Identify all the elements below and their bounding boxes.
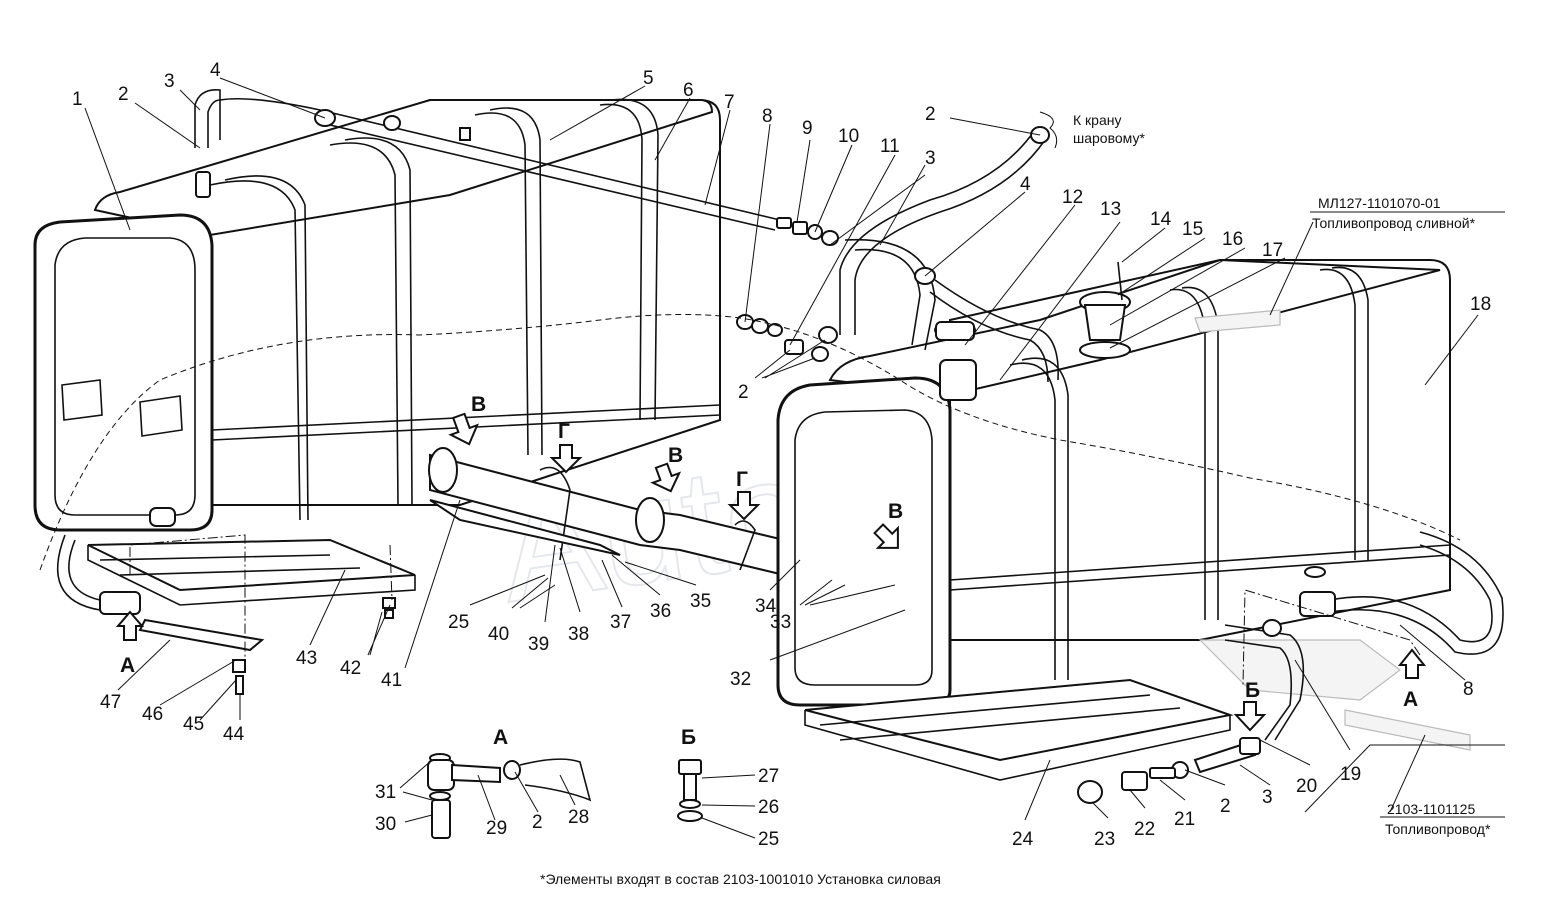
- callout-3-right: 3: [925, 148, 936, 169]
- view-label-a-left: А: [120, 654, 135, 677]
- view-title-a: А: [493, 726, 508, 749]
- callout-5: 5: [643, 68, 654, 89]
- leader-lines: [84, 77, 1505, 839]
- view-label-g-2: Г: [736, 468, 748, 491]
- callout-47: 47: [100, 692, 121, 713]
- callout-3-bottom: 3: [1262, 787, 1273, 808]
- right-fuel-tank: [776, 258, 1451, 707]
- callout-36: 36: [650, 601, 671, 622]
- callouts-upper: 1 2 3 4 5 6 7 8 9 10 11 2 3 4 12 13 14 1…: [72, 60, 1491, 403]
- callout-14: 14: [1150, 209, 1172, 230]
- callout-46: 46: [142, 704, 163, 725]
- callout-29: 29: [486, 818, 507, 839]
- callout-2-right: 2: [925, 104, 936, 125]
- callout-21: 21: [1174, 809, 1195, 830]
- detail-view-a: [427, 753, 592, 839]
- note-drain-name: Топливопровод сливной*: [1312, 215, 1476, 231]
- callout-4-right: 4: [1020, 174, 1031, 195]
- note-drain-code: МЛ127-1101070-01: [1318, 195, 1441, 211]
- callout-24: 24: [1012, 829, 1034, 850]
- view-label-g-1: Г: [558, 420, 570, 443]
- callout-10: 10: [838, 126, 859, 147]
- callout-40: 40: [488, 624, 509, 645]
- view-labels: А А Б В В В Г Г А Б: [120, 393, 1418, 749]
- detail-view-b: [677, 759, 703, 822]
- callout-16: 16: [1222, 229, 1243, 250]
- view-label-v-1: В: [471, 393, 486, 416]
- callout-19: 19: [1340, 764, 1361, 785]
- callout-26: 26: [758, 797, 779, 818]
- callout-2-viewa: 2: [532, 812, 543, 833]
- callout-43: 43: [296, 648, 317, 669]
- view-label-a-right: А: [1403, 688, 1418, 711]
- callout-35: 35: [690, 591, 711, 612]
- callouts-lower: 47 46 45 44 43 42 41 25 40 39 38 37 36 3…: [100, 591, 1474, 850]
- note-crane-line1: К крану: [1073, 112, 1121, 128]
- callout-28: 28: [568, 807, 589, 828]
- callout-13: 13: [1100, 199, 1121, 220]
- callout-2-mid: 2: [738, 382, 749, 403]
- note-fuel-name: Топливопровод*: [1385, 821, 1491, 837]
- callout-39: 39: [528, 634, 549, 655]
- callout-45: 45: [183, 714, 204, 735]
- footnote: *Элементы входят в состав 2103-1001010 У…: [540, 871, 941, 887]
- callout-3: 3: [164, 71, 175, 92]
- callout-42: 42: [340, 658, 361, 679]
- callout-25-left: 25: [448, 612, 469, 633]
- view-label-v-2: В: [668, 444, 683, 467]
- callout-33: 33: [770, 612, 791, 633]
- callout-20: 20: [1296, 776, 1317, 797]
- view-arrows: [115, 412, 1427, 732]
- callout-2: 2: [118, 84, 129, 105]
- callout-27: 27: [758, 766, 779, 787]
- view-label-b: Б: [1245, 679, 1260, 702]
- callout-1: 1: [72, 89, 83, 110]
- callout-34: 34: [755, 596, 777, 617]
- callout-12: 12: [1062, 187, 1083, 208]
- callout-23: 23: [1094, 829, 1115, 850]
- callout-11: 11: [880, 136, 900, 157]
- callout-8: 8: [762, 106, 773, 127]
- callout-2-bottom: 2: [1220, 796, 1231, 817]
- callout-31: 31: [375, 782, 396, 803]
- callout-6: 6: [683, 80, 694, 101]
- callout-38: 38: [568, 624, 589, 645]
- left-fuel-tank: [33, 98, 721, 532]
- callout-25-viewb: 25: [758, 829, 779, 850]
- note-crane-line2: шаровому*: [1073, 130, 1145, 146]
- notes: К крану шаровому* МЛ127-1101070-01 Топли…: [1073, 112, 1505, 837]
- callout-32: 32: [730, 669, 751, 690]
- right-tank-support: [804, 639, 1401, 781]
- callout-15: 15: [1182, 219, 1203, 240]
- callout-4: 4: [210, 60, 221, 81]
- callout-7: 7: [724, 92, 735, 113]
- callout-41: 41: [381, 670, 402, 691]
- note-fuel-code: 2103-1101125: [1387, 801, 1475, 817]
- view-label-v-3: В: [888, 500, 903, 523]
- callout-44: 44: [223, 724, 245, 745]
- callout-8-right: 8: [1463, 679, 1474, 700]
- callout-22: 22: [1134, 819, 1155, 840]
- callout-37: 37: [610, 612, 631, 633]
- callout-17: 17: [1262, 240, 1283, 261]
- callout-9: 9: [802, 118, 813, 139]
- callout-30: 30: [375, 814, 396, 835]
- callout-18: 18: [1470, 294, 1491, 315]
- view-title-b: Б: [681, 726, 696, 749]
